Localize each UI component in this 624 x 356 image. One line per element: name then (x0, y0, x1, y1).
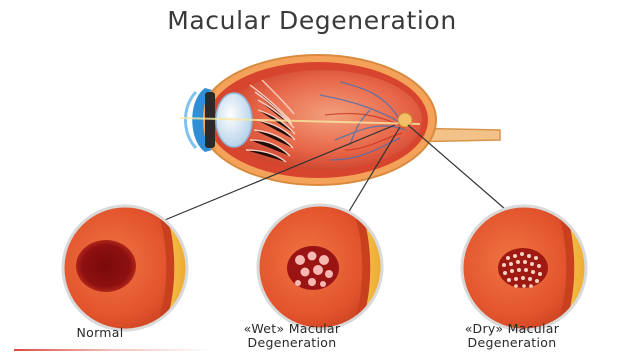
decorative-bottom-line (14, 349, 214, 351)
caption-dry-line1: «Dry» Macular (437, 322, 587, 336)
caption-dry: «Dry» Macular Degeneration (437, 322, 587, 350)
caption-wet-line2: Degeneration (222, 336, 362, 350)
wet-retina-circle (258, 200, 395, 335)
caption-wet-line1: «Wet» Macular (222, 322, 362, 336)
dry-retina-circle (462, 200, 600, 335)
normal-retina-circle (63, 200, 200, 335)
caption-dry-line2: Degeneration (437, 336, 587, 350)
eye-cross-section-illustration (180, 55, 500, 185)
normal-macula (76, 240, 136, 292)
caption-normal-text: Normal (76, 325, 123, 340)
caption-wet: «Wet» Macular Degeneration (222, 322, 362, 350)
caption-normal: Normal (30, 326, 170, 340)
